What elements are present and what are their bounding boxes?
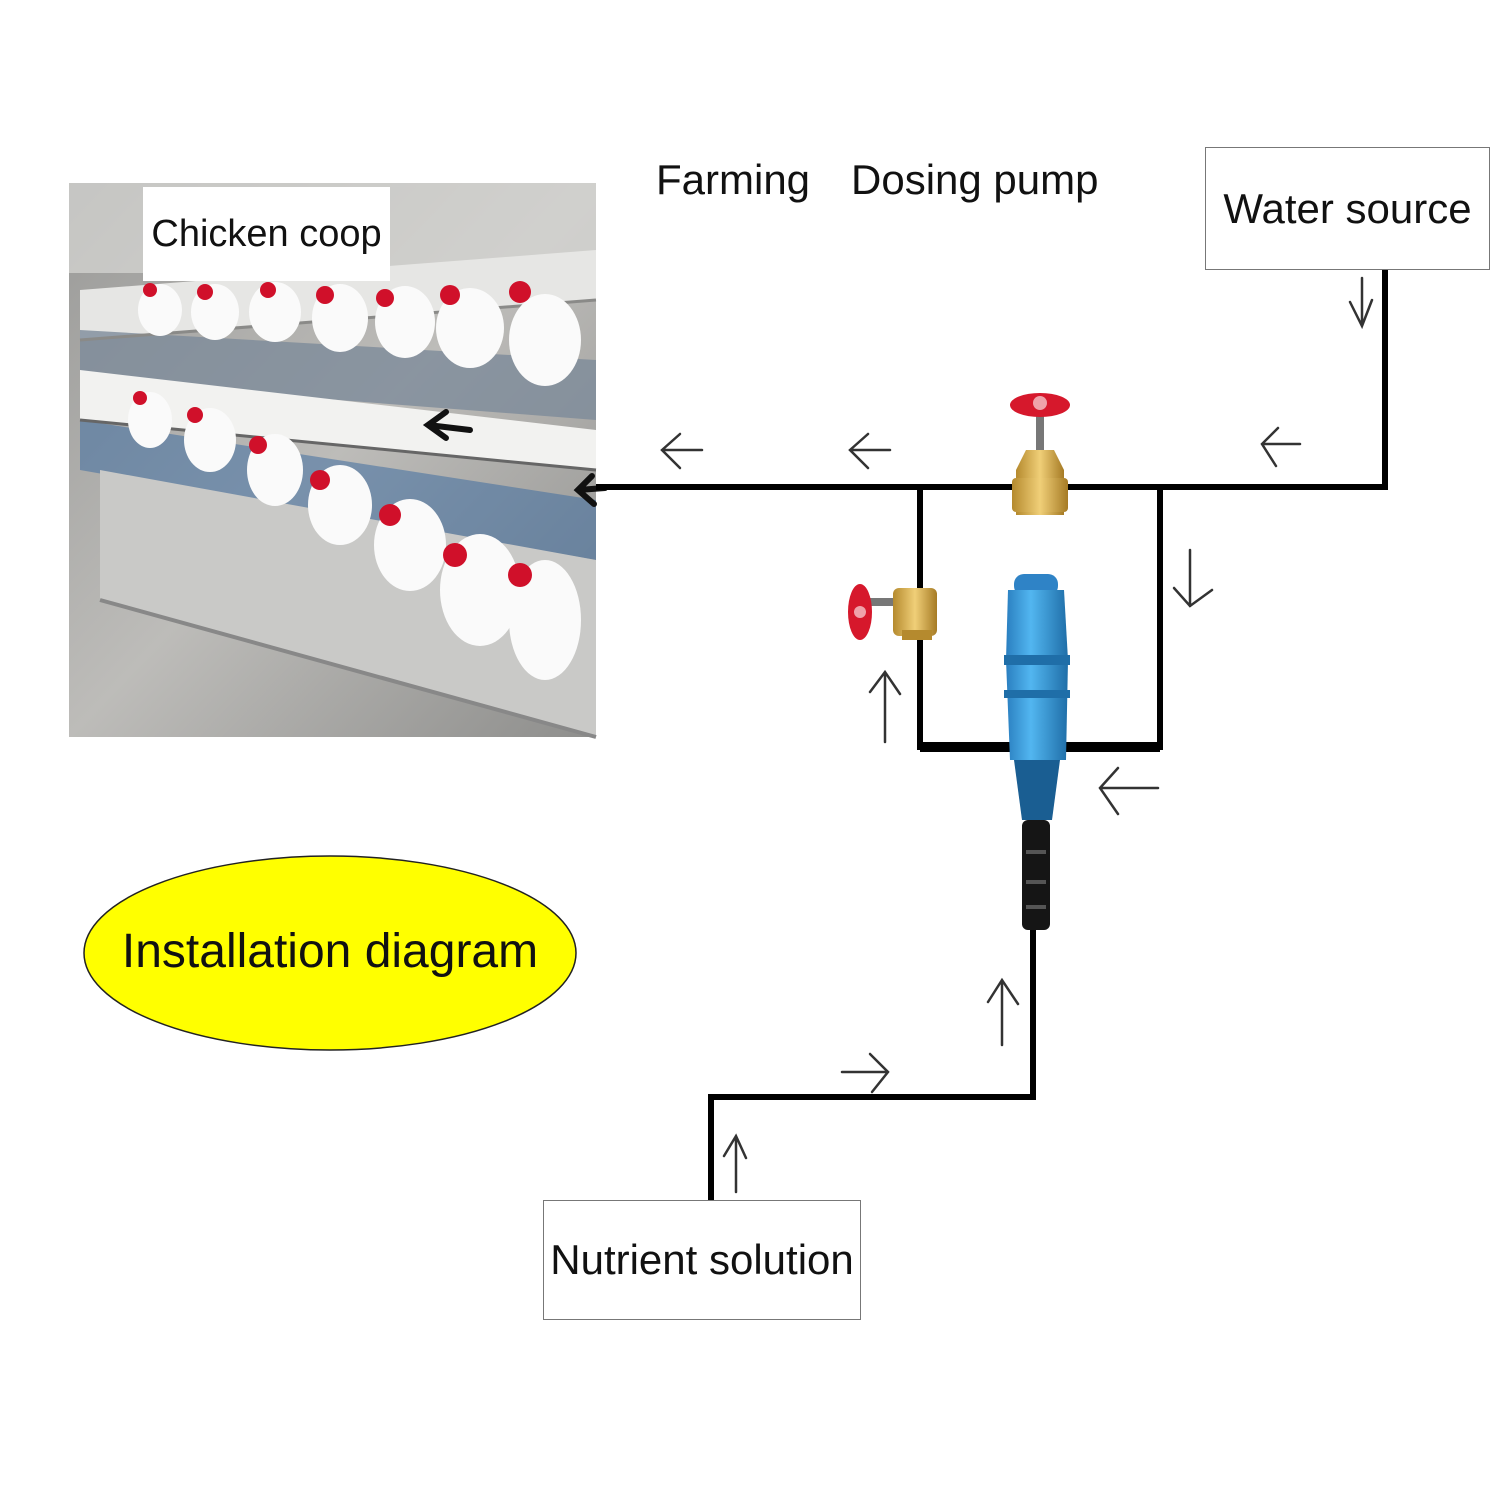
arrow-icon (722, 1133, 748, 1194)
header-dosing-pump: Dosing pump (851, 156, 1099, 203)
gate-valve-icon (848, 584, 937, 640)
water-source-box: Water source (1205, 147, 1490, 270)
main-pipe (596, 270, 1388, 490)
chicken-coop-label: Chicken coop (143, 187, 390, 281)
arrow-icon (422, 409, 473, 441)
nutrient-solution-box: Nutrient solution (543, 1200, 861, 1320)
installation-diagram-badge: Installation diagram (83, 855, 577, 1051)
gate-valve-icon (1010, 393, 1070, 515)
arrow-icon (848, 432, 892, 470)
water-source-label: Water source (1223, 184, 1472, 232)
hens (128, 281, 581, 680)
dosing-pump-icon (1004, 574, 1070, 930)
badge-text: Installation diagram (122, 925, 538, 978)
arrow-icon (660, 432, 704, 470)
arrow-icon (1348, 276, 1374, 330)
arrow-icon (868, 669, 902, 744)
arrow-icon (840, 1052, 890, 1094)
arrow-icon (1260, 426, 1302, 468)
header-farming: Farming (656, 156, 811, 203)
arrow-icon (1172, 548, 1214, 608)
nutrient-solution-label: Nutrient solution (550, 1236, 854, 1283)
nutrient-pipe (708, 930, 1036, 1200)
arrow-icon (986, 977, 1020, 1047)
pipes (596, 270, 1388, 1200)
arrow-icon (1098, 766, 1160, 816)
